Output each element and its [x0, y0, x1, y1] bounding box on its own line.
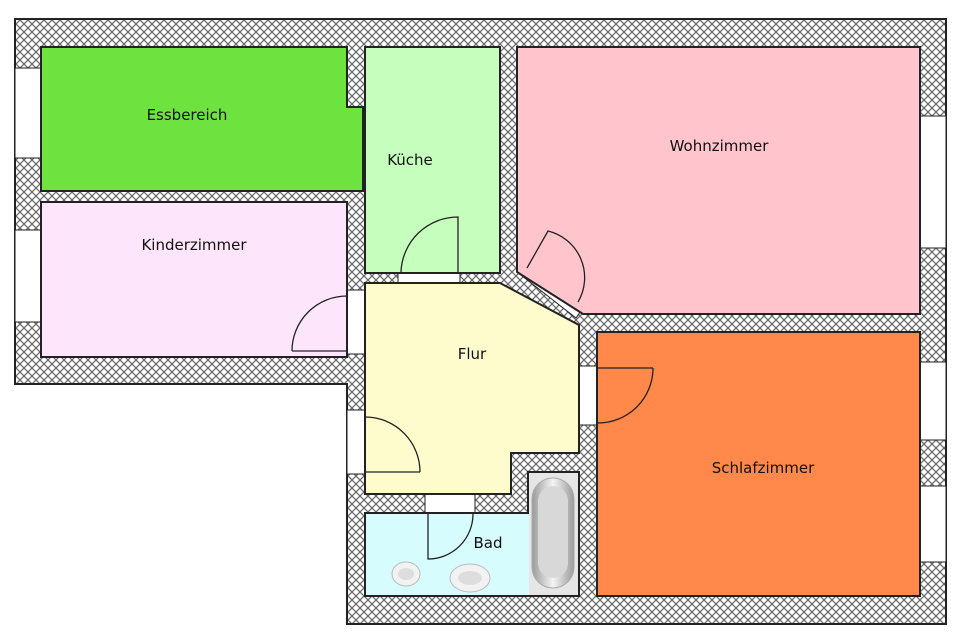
sink-icon — [449, 563, 491, 593]
room-kueche[interactable] — [364, 46, 501, 274]
room-kinderzimmer[interactable] — [40, 201, 348, 358]
room-essbereich[interactable] — [40, 46, 364, 192]
label-schlafzimmer: Schlafzimmer — [712, 459, 815, 477]
label-kueche: Küche — [387, 151, 433, 169]
room-flur[interactable] — [364, 282, 580, 495]
label-wohnzimmer: Wohnzimmer — [670, 137, 770, 155]
room-bad[interactable] — [364, 471, 580, 597]
label-essbereich: Essbereich — [147, 106, 228, 124]
room-schlafzimmer[interactable] — [596, 331, 921, 597]
door-swings — [291, 216, 654, 560]
room-wohnzimmer[interactable] — [516, 46, 921, 315]
toilet-icon — [391, 561, 421, 587]
label-kinderzimmer: Kinderzimmer — [141, 236, 247, 254]
bathtub-icon — [531, 477, 575, 589]
label-flur: Flur — [458, 345, 487, 363]
label-bad: Bad — [473, 534, 502, 552]
